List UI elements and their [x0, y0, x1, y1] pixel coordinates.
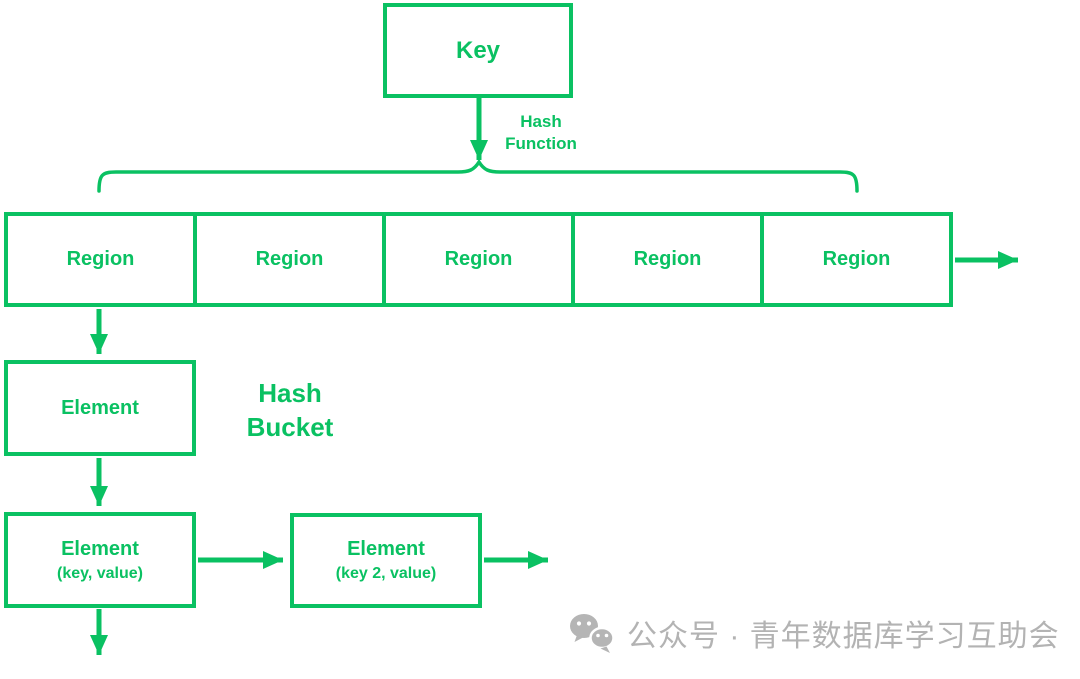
region-box-4-label: Region — [633, 248, 702, 270]
watermark-text: 公众号 · 青年数据库学习互助会 — [627, 620, 1060, 653]
hash-brace — [97, 158, 859, 193]
element-kv-box-sublabel: (key, value) — [57, 564, 143, 582]
hash-bucket-label: Hash Bucket — [205, 376, 375, 444]
element-kv2-box-label: Element — [347, 538, 425, 560]
hash-function-label: Hash Function — [488, 111, 594, 155]
hash-function-label-line1: Hash — [520, 112, 562, 131]
region-box-1-label: Region — [66, 248, 135, 270]
watermark: 公众号 · 青年数据库学习互助会 — [568, 610, 1060, 656]
region-box-1: Region — [8, 216, 193, 303]
element-kv-box-label: Element — [61, 537, 139, 560]
element-kv2-box-sublabel: (key 2, value) — [335, 565, 437, 582]
element-box: Element — [4, 360, 196, 456]
hash-bucket-label-line2: Bucket — [246, 412, 334, 442]
element-box-label: Element — [61, 397, 139, 419]
region-box-4: Region — [571, 216, 760, 303]
region-box-2-label: Region — [255, 248, 324, 270]
hash-bucket-label-line1: Hash — [258, 378, 322, 408]
region-box-3: Region — [382, 216, 571, 303]
key-box: Key — [383, 3, 573, 98]
element-kv-box: Element (key, value) — [4, 512, 196, 608]
region-box-3-label: Region — [444, 248, 513, 270]
region-row: Region Region Region Region Region — [4, 212, 953, 307]
hash-function-label-line2: Function — [505, 134, 577, 153]
region-box-5: Region — [760, 216, 949, 303]
element-kv2-box: Element (key 2, value) — [290, 513, 482, 608]
region-box-2: Region — [193, 216, 382, 303]
key-box-label: Key — [455, 36, 501, 64]
wechat-icon — [570, 614, 615, 653]
region-box-5-label: Region — [822, 248, 891, 270]
